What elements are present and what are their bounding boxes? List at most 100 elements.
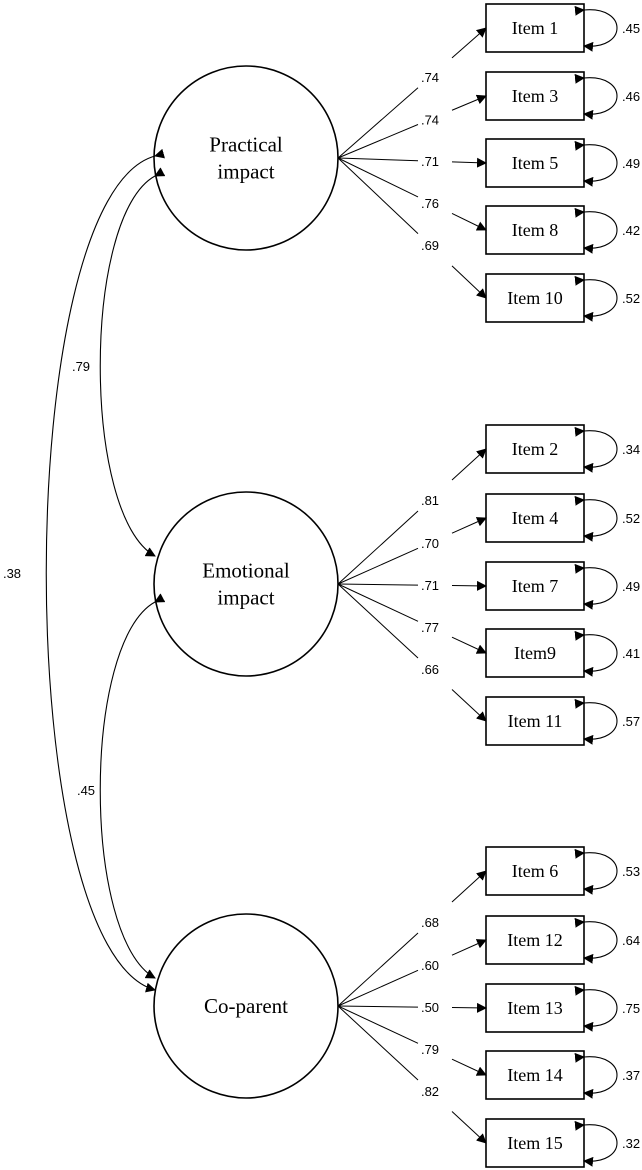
correlation-value: .38 [3,566,21,581]
loading-value: .81 [421,493,439,508]
factor-label-coparent: Co-parent [204,994,288,1018]
item-label: Item 2 [512,439,559,459]
item-label: Item 15 [507,1133,563,1153]
loading-path-arrow [451,1058,487,1076]
error-variance-value: .57 [622,714,640,729]
error-variance-value: .42 [622,223,640,238]
factor-label-emotional: Emotional [202,559,290,583]
loading-path-line [337,1005,419,1081]
item-box [485,138,585,188]
error-variance-loop [574,1052,618,1099]
error-variance-value: .45 [622,21,640,36]
loading-path-arrow [451,517,487,534]
loading-path-arrow [451,939,487,956]
item-box [485,846,585,896]
loading-path-line [337,157,419,235]
item-box [485,696,585,746]
item-label: Item 3 [512,86,559,106]
loading-value: .82 [421,1084,439,1099]
loading-path-arrow [451,1111,487,1144]
loading-path-arrow [451,94,487,111]
item-label: Item 4 [512,508,559,528]
item-box [485,273,585,323]
loading-value: .50 [421,1000,439,1015]
error-variance-value: .52 [622,511,640,526]
error-variance-loop [574,426,618,473]
error-variance-value: .32 [622,1136,640,1151]
loading-path-line [337,157,419,198]
error-variance-value: .52 [622,291,640,306]
loading-path-line [337,1005,419,1044]
latent-factor-coparent [153,913,339,1099]
error-variance-loop [574,848,618,895]
latent-factor-emotional [153,491,339,677]
factor-label-practical: impact [217,160,274,184]
loading-value: .66 [421,662,439,677]
loading-path-line [337,932,419,1007]
loading-value: .70 [421,536,439,551]
error-variance-value: .49 [622,579,640,594]
error-variance-loop [574,563,618,610]
error-variance-loop [574,275,618,322]
loading-path-arrow [451,636,487,654]
loading-path-arrow [451,448,487,481]
factor-correlation-arc [99,593,166,979]
item-box [485,628,585,678]
error-variance-value: .34 [622,442,640,457]
error-variance-value: .49 [622,156,640,171]
loading-path-line [337,1005,419,1008]
loading-value: .60 [421,958,439,973]
error-variance-loop [574,495,618,542]
loading-path-arrow [451,27,487,59]
item-label: Item 14 [507,1065,563,1085]
item-label: Item 11 [508,711,563,731]
loading-path-arrow [451,870,487,903]
factor-label-emotional: impact [217,586,274,610]
item-label: Item 5 [512,153,559,173]
loading-value: .76 [421,196,439,211]
item-box [485,1118,585,1168]
item-box [485,71,585,121]
loading-path-line [337,583,419,586]
error-variance-loop [574,985,618,1032]
error-variance-loop [574,140,618,187]
item-label: Item9 [514,643,556,663]
loading-path-line [337,124,419,159]
error-variance-loop [574,207,618,254]
loading-path-line [337,87,419,159]
item-box [485,983,585,1033]
loading-value: .71 [421,578,439,593]
error-variance-value: .64 [622,933,640,948]
factor-correlation-arc [99,167,166,557]
correlation-label-bg [73,783,99,799]
loading-path-line [337,583,419,622]
item-box [485,205,585,255]
loading-path-line [337,510,419,585]
item-box [485,424,585,474]
loading-path-line [337,583,419,659]
loading-value: .68 [421,915,439,930]
item-label: Item 6 [512,861,559,881]
error-variance-loop [574,630,618,677]
error-variance-loop [574,917,618,964]
loading-value: .74 [421,70,439,85]
correlation-label-bg [68,359,94,375]
item-box [485,1050,585,1100]
item-label: Item 12 [507,930,563,950]
error-variance-loop [574,1120,618,1167]
loading-value: .74 [421,112,439,127]
item-label: Item 7 [512,576,559,596]
loading-value: .69 [421,238,439,253]
item-label: Item 8 [512,220,559,240]
loading-value: .79 [421,1042,439,1057]
error-variance-loop [574,73,618,120]
error-variance-value: .46 [622,89,640,104]
loading-path-arrow [451,689,487,722]
factor-label-practical: Practical [209,133,283,157]
item-box [485,561,585,611]
loading-path-arrow [451,213,487,231]
correlation-value: .45 [77,783,95,798]
loading-value: .71 [421,154,439,169]
error-variance-value: .41 [622,646,640,661]
